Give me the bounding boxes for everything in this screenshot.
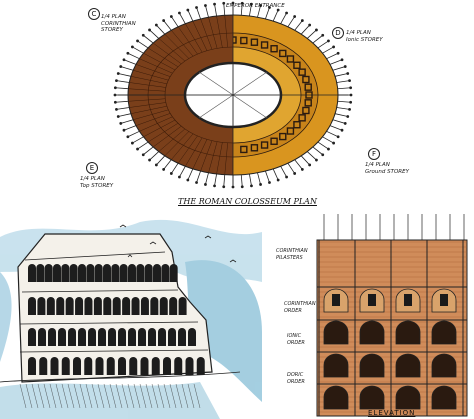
quadrant-d-marker: D: [332, 27, 344, 39]
quadrant-c-label: 1/4 PLAN CORINTHIAN STOREY: [101, 14, 136, 33]
corinthian-order-label: CORINTHIAN ORDER: [284, 301, 316, 314]
birds: [119, 224, 237, 263]
colosseum-elevation-drawing: [316, 214, 468, 417]
doric-order-label: DORIC ORDER: [287, 372, 305, 385]
plan-title: THE ROMAN COLOSSEUM PLAN: [178, 197, 317, 206]
quadrant-c-marker: C: [88, 8, 100, 20]
quadrant-f-label: 1/4 PLAN Ground STOREY: [365, 162, 409, 175]
quadrant-f-marker: F: [368, 148, 380, 160]
colosseum-plan-drawing: [113, 1, 353, 189]
outer-buttress-ring: [113, 1, 353, 189]
corinthian-pilasters-label: CORINTHIAN PILASTERS: [276, 248, 308, 261]
emperor-entrance-label: EMPEROR ENTRANCE: [226, 3, 285, 9]
colosseum-perspective-sketch: [0, 219, 262, 419]
storey-lines: [19, 251, 209, 353]
quadrant-e-marker: E: [86, 162, 98, 174]
ionic-order-label: IONIC ORDER: [287, 333, 305, 346]
elevation-title: ELEVATION: [368, 409, 416, 417]
quadrant-e-label: 1/4 PLAN Top STOREY: [80, 176, 114, 189]
quadrant-d-label: 1/4 PLAN Ionic STOREY: [346, 30, 383, 43]
